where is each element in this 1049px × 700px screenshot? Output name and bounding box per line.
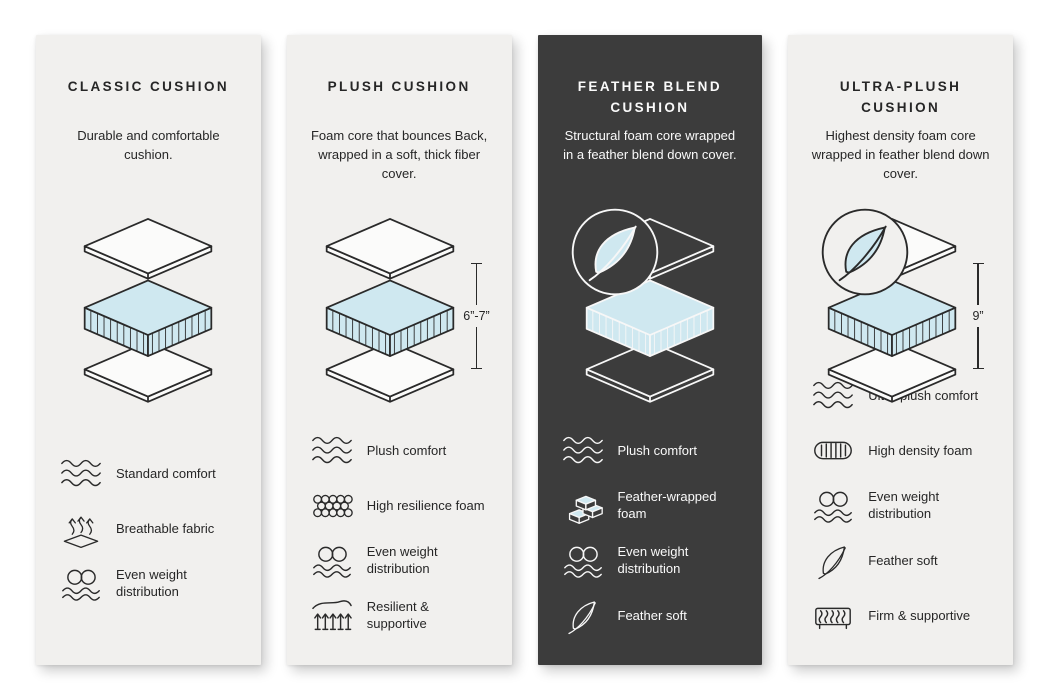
feature-list: Ultra-plush comfort High density foam Ev… <box>810 375 991 637</box>
even-weight-icon <box>810 485 856 527</box>
feather-badge-icon <box>568 205 662 299</box>
waves-icon <box>560 430 606 472</box>
feature-label: Feather soft <box>617 607 687 623</box>
even-weight-icon <box>309 540 355 582</box>
feature-list: Standard comfort Breathable fabric Even … <box>58 453 239 605</box>
card-classic-cushion: CLASSIC CUSHION Durable and comfortable … <box>36 35 261 665</box>
feature-label: Plush comfort <box>366 442 447 458</box>
feature-label: Standard comfort <box>116 465 216 481</box>
feature-row: Standard comfort <box>58 453 239 495</box>
density-foam-icon <box>810 430 856 472</box>
measure-cap-bottom <box>972 368 984 369</box>
firm-icon <box>810 595 856 637</box>
card-feather-blend-cushion: FEATHER BLEND CUSHION Structural foam co… <box>537 35 763 665</box>
feature-row: High density foam <box>810 430 991 472</box>
feature-row: Plush comfort <box>560 430 741 472</box>
springs-icon <box>309 595 355 637</box>
feature-label: Even weight distribution <box>366 544 438 576</box>
feature-label: Resilient & supportive <box>366 599 429 631</box>
measure-line <box>977 264 979 305</box>
feather-badge-icon <box>818 205 912 299</box>
feature-label: Even weight distribution <box>868 489 940 521</box>
feature-label: High resilience foam <box>366 497 485 513</box>
measure-line <box>475 264 478 305</box>
card-plush-cushion: PLUSH CUSHION Foam core that bounces Bac… <box>286 35 512 665</box>
feature-label: Plush comfort <box>617 442 697 458</box>
feature-row: Feather soft <box>560 595 741 637</box>
feature-row: Feather soft <box>810 540 991 582</box>
cushion-layers-icon <box>302 211 478 408</box>
measure-line <box>977 327 979 368</box>
feature-row: Resilient & supportive <box>309 595 490 637</box>
height-measurement: 9” <box>965 263 991 369</box>
measure-label: 6”-7” <box>463 309 490 323</box>
feature-row: High resilience foam <box>309 485 490 527</box>
measure-cap-top <box>972 263 984 264</box>
card-ultra-plush-cushion: ULTRA-PLUSH CUSHION Highest density foam… <box>788 35 1013 665</box>
card-description: Durable and comfortable cushion. <box>77 128 220 162</box>
waves-icon <box>309 430 355 472</box>
feather-icon <box>560 595 606 637</box>
feature-label: Even weight distribution <box>617 544 689 576</box>
feature-row: Even weight distribution <box>560 540 741 582</box>
card-title: FEATHER BLEND CUSHION <box>577 79 722 115</box>
feature-label: Breathable fabric <box>116 520 215 536</box>
cushion-illustration: 9” <box>810 203 991 351</box>
feature-label: Firm & supportive <box>868 607 971 623</box>
even-weight-icon <box>58 563 104 605</box>
feature-label: Feather soft <box>868 552 938 568</box>
feature-row: Even weight distribution <box>58 563 239 605</box>
feather-icon <box>810 540 856 582</box>
card-description: Structural foam core wrapped in a feathe… <box>563 128 737 162</box>
card-description: Highest density foam core wrapped in fea… <box>811 128 990 181</box>
feature-row: Even weight distribution <box>810 485 991 527</box>
feather-foam-icon <box>560 485 606 527</box>
card-description: Foam core that bounces Back, wrapped in … <box>310 128 488 181</box>
card-title: PLUSH CUSHION <box>327 79 471 94</box>
feature-label: Even weight distribution <box>116 567 187 599</box>
measure-label: 9” <box>972 309 984 323</box>
feature-row: Even weight distribution <box>309 540 490 582</box>
feature-row: Breathable fabric <box>58 508 239 550</box>
feature-row: Feather-wrapped foam <box>560 485 741 527</box>
feature-label: Feather-wrapped foam <box>617 489 717 521</box>
even-weight-icon <box>560 540 606 582</box>
card-title: ULTRA-PLUSH CUSHION <box>839 79 962 115</box>
feature-label: High density foam <box>868 442 973 458</box>
feature-list: Plush comfort Feather-wrapped foam Even … <box>560 430 741 637</box>
measure-cap-top <box>471 263 482 264</box>
height-measurement: 6”-7” <box>463 263 490 369</box>
cushion-illustration <box>58 203 239 429</box>
waves-icon <box>58 453 104 495</box>
feature-row: Firm & supportive <box>810 595 991 637</box>
cushion-illustration: 6”-7” <box>309 203 490 406</box>
cushion-illustration <box>560 203 741 406</box>
resilience-foam-icon <box>309 485 355 527</box>
measure-cap-bottom <box>471 368 482 369</box>
feature-row: Plush comfort <box>309 430 490 472</box>
card-title: CLASSIC CUSHION <box>67 79 229 94</box>
breathable-icon <box>58 508 104 550</box>
measure-line <box>475 327 478 368</box>
cushion-layers-icon <box>60 211 236 408</box>
feature-list: Plush comfort High resilience foam Even … <box>309 430 490 637</box>
